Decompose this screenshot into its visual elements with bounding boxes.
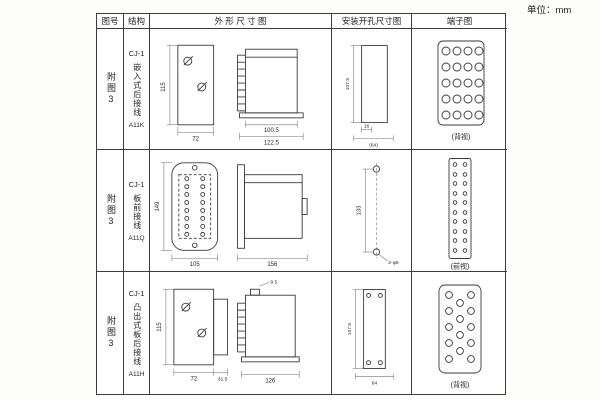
terminal-strip xyxy=(448,158,472,259)
type-code: A11H xyxy=(128,370,145,378)
dim-depth: 156 xyxy=(267,262,278,268)
unit-label: 单位：mm xyxy=(527,5,572,16)
dimension-table: 图号 结构 外 形 尺 寸 图 安装开孔尺寸图 端子图 附图3 CJ-1 嵌入式… xyxy=(96,13,507,395)
header-fig-no: 图号 xyxy=(97,14,124,29)
outline-cell-a11k: 115 72 100.5 122.5 xyxy=(150,29,332,150)
mounting-drawing-a11h: 107.5 64 xyxy=(347,289,394,386)
front-dim-lines xyxy=(162,288,228,376)
fig-no-text: 附图3 xyxy=(105,193,116,228)
structure-desc: 凸出式板后接线 xyxy=(132,302,142,366)
cutout-dim-lines xyxy=(350,45,394,142)
structure-cell-a11k: CJ-1 嵌入式后接线 A11K xyxy=(124,29,150,150)
dim-cutout-width: 64 xyxy=(372,380,378,386)
structure-text-a11k: CJ-1 嵌入式后接线 A11K xyxy=(129,49,145,129)
front-dim-lines xyxy=(166,44,214,136)
structure-cell-a11h: CJ-1 凸出式板后接线 A11H xyxy=(124,272,150,394)
dim-height: 115 xyxy=(161,82,167,92)
terminal-block xyxy=(437,40,485,126)
dim-span: (64) xyxy=(369,142,378,148)
terminal-drawing-a11k: (背视) xyxy=(437,40,485,141)
header-terminal: 端子图 xyxy=(412,14,507,29)
terminal-drawing-a11q: (前视) xyxy=(448,158,472,271)
side-dim-lines xyxy=(239,120,304,140)
dim-hole-spacing: 133 xyxy=(357,205,363,216)
dim-offset: 16 xyxy=(364,124,370,130)
outline-drawing-a11k: 115 72 100.5 122.5 xyxy=(161,44,304,147)
side-dim-lines xyxy=(237,254,308,262)
dim-stud: 9.5 xyxy=(270,279,277,285)
side-dim-lines xyxy=(241,282,300,378)
dim-depth: 126 xyxy=(265,379,276,385)
model-label: CJ-1 xyxy=(128,288,145,298)
outline-drawing-a11q: 149 105 156 xyxy=(155,162,308,268)
header-mounting: 安装开孔尺寸图 xyxy=(332,14,412,29)
view-label: (背视) xyxy=(452,132,471,141)
cutout-dim-lines xyxy=(352,289,394,380)
model-label: CJ-1 xyxy=(128,179,145,189)
fig-no-cell-a11k: 附图3 xyxy=(97,29,124,150)
cutout-outline xyxy=(361,45,388,124)
hole-dim-lines xyxy=(362,168,388,262)
dim-height: 149 xyxy=(155,201,161,212)
fig-no-text: 附图3 xyxy=(105,316,116,350)
front-view xyxy=(171,162,219,251)
fig-no-cell-a11h: 附图3 xyxy=(97,272,124,394)
mounting-cell-a11h: 107.5 64 xyxy=(332,272,412,394)
dim-cutout-height: 107.5 xyxy=(345,78,351,91)
structure-desc: 板前接线 xyxy=(132,193,142,230)
front-view xyxy=(173,288,229,366)
front-view xyxy=(177,44,215,126)
outline-drawing-a11h: 115 72 31.5 9.5 126 xyxy=(157,279,300,385)
structure-text-a11h: CJ-1 凸出式板后接线 A11H xyxy=(129,289,145,378)
terminal-block xyxy=(438,284,482,374)
mounting-drawing-a11k: 107.5 16 (64) xyxy=(345,45,394,148)
terminal-cell-a11k: (背视) xyxy=(412,29,507,150)
type-code: A11K xyxy=(128,122,145,129)
dim-rear: 31.5 xyxy=(218,377,228,383)
structure-cell-a11q: CJ-1 板前接线 A11Q xyxy=(124,150,150,272)
side-view xyxy=(237,48,304,119)
side-view xyxy=(237,288,300,363)
structure-desc: 嵌入式后接线 xyxy=(132,63,142,117)
outline-cell-a11h: 115 72 31.5 9.5 126 xyxy=(150,272,332,394)
structure-text-a11q: CJ-1 板前接线 A11Q xyxy=(128,180,144,242)
view-label: (前视) xyxy=(451,262,470,271)
dim-overall-width: 122.5 xyxy=(264,141,280,147)
mounting-drawing-a11q: 133 2-φ5 xyxy=(357,163,399,266)
dim-body-width: 100.5 xyxy=(264,128,280,134)
hole-note: 2-φ5 xyxy=(388,260,399,266)
terminal-cell-a11q: (前视) xyxy=(412,150,507,272)
front-dim-lines xyxy=(160,162,218,262)
header-structure: 结构 xyxy=(124,14,150,29)
mounting-cell-a11q: 133 2-φ5 xyxy=(332,150,412,272)
terminal-drawing-a11h: (背视) xyxy=(438,284,482,389)
terminal-cell-a11h: (背视) xyxy=(412,272,507,394)
header-outline: 外 形 尺 寸 图 xyxy=(150,14,332,29)
outline-cell-a11q: 149 105 156 xyxy=(150,150,332,272)
dim-cutout-height: 107.5 xyxy=(347,323,353,336)
type-code: A11Q xyxy=(128,234,145,242)
mounting-cell-a11k: 107.5 16 (64) xyxy=(332,29,412,150)
model-label: CJ-1 xyxy=(128,49,145,58)
side-view xyxy=(237,164,308,249)
cutout-outline xyxy=(363,289,386,369)
dim-width: 72 xyxy=(190,377,197,383)
dim-width: 105 xyxy=(190,262,201,268)
dim-height: 115 xyxy=(157,322,163,332)
fig-no-text: 附图3 xyxy=(105,72,116,106)
dim-width: 72 xyxy=(192,137,199,143)
fig-no-cell-a11q: 附图3 xyxy=(97,150,124,272)
view-label: (背视) xyxy=(451,380,470,389)
